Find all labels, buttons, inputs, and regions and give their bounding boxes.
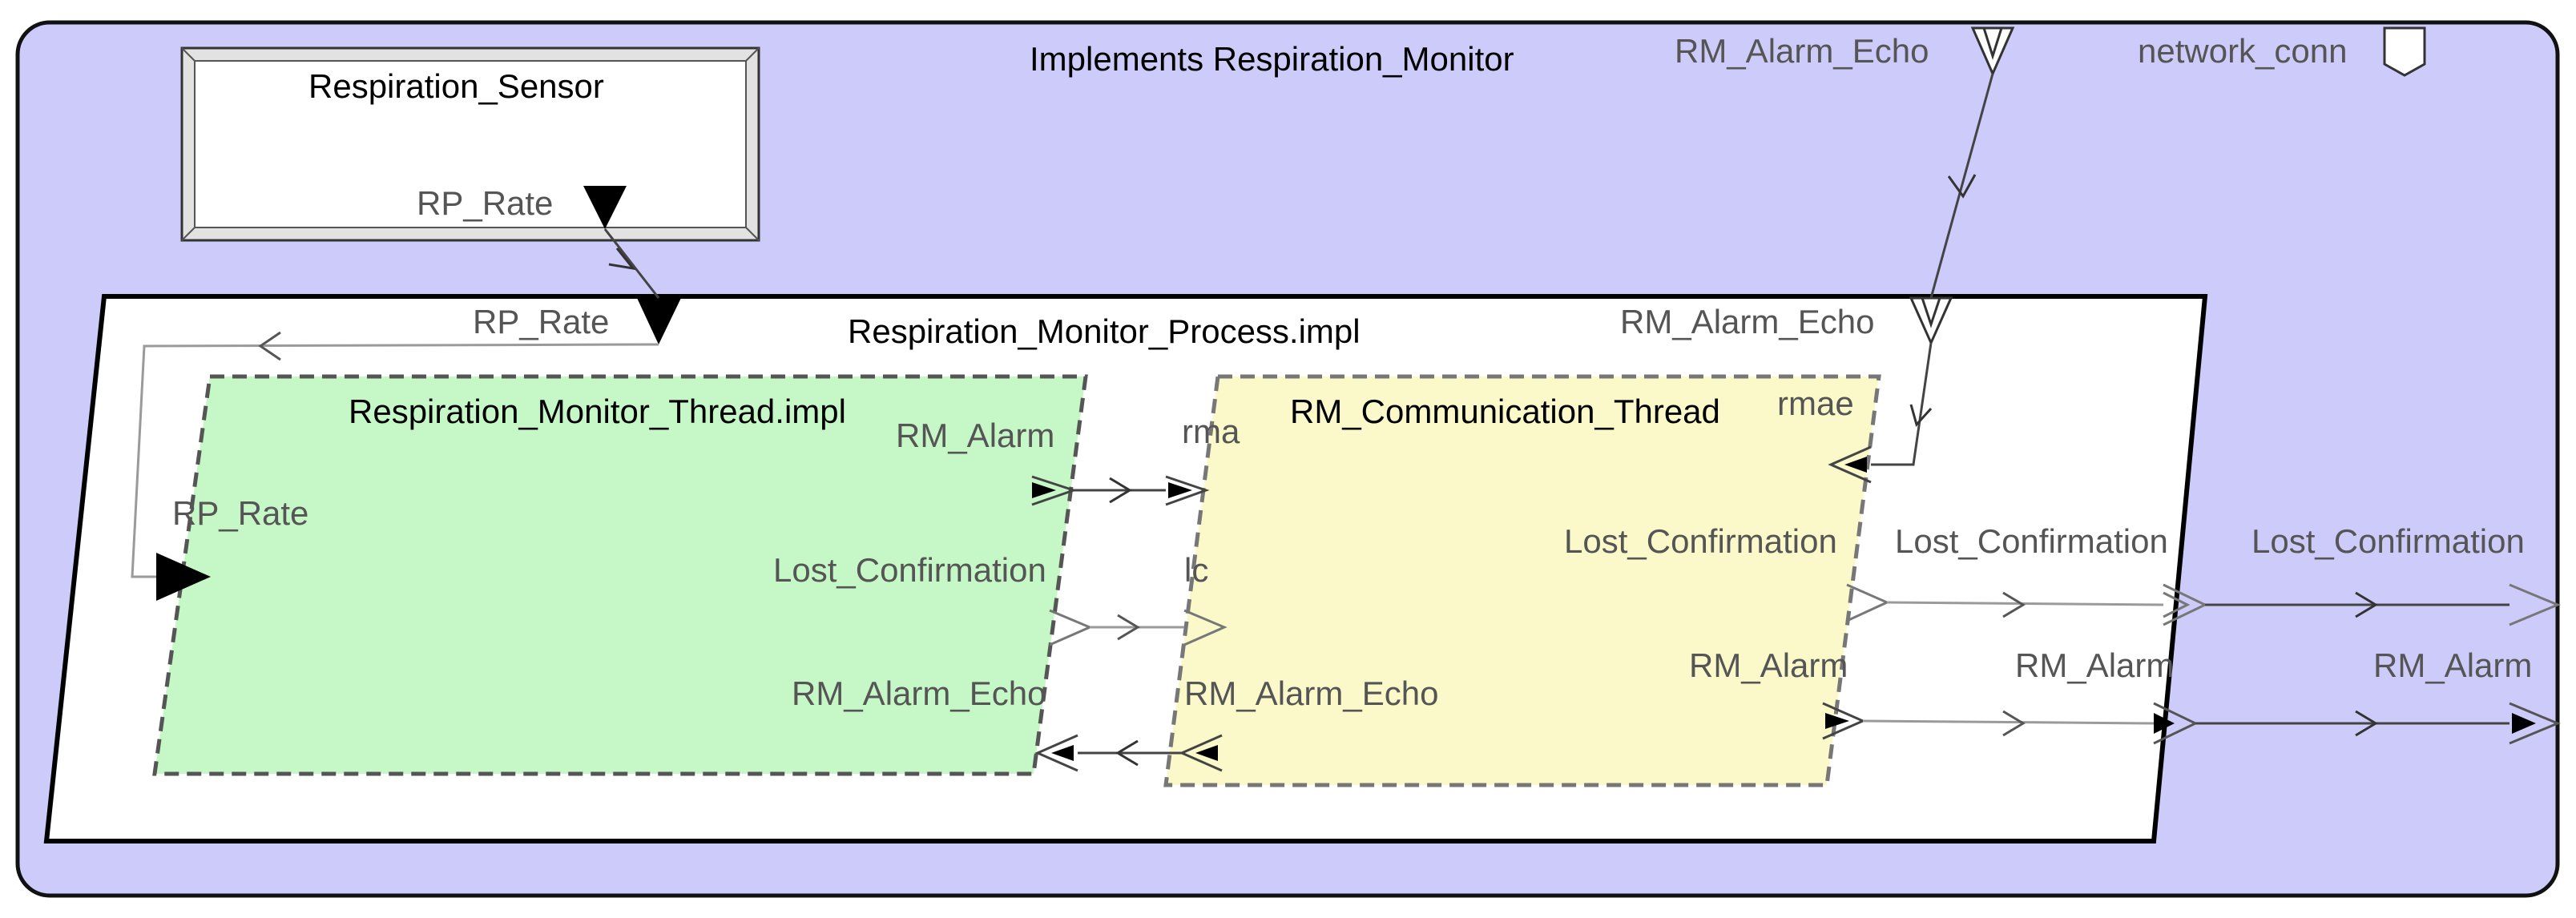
in-event-data-port-icon	[1970, 26, 2015, 77]
process-port-rp-rate-label: RP_Rate	[473, 303, 609, 340]
monitor-thread-port-lost-confirmation-label: Lost_Confirmation	[773, 551, 1046, 589]
sensor-port-rp-rate-label: RP_Rate	[417, 184, 553, 222]
bus-access-port-icon	[2383, 26, 2426, 77]
monitor-thread-title: Respiration_Monitor_Thread.impl	[349, 393, 846, 430]
comm-thread-port-lc[interactable]: lc	[1183, 551, 1228, 646]
comm-thread-port-rm-alarm[interactable]: RM_Alarm	[1689, 646, 1866, 740]
system-out-rm-alarm[interactable]: RM_Alarm	[2373, 646, 2561, 745]
monitor-thread-port-rm-alarm-label: RM_Alarm	[896, 417, 1054, 454]
comm-thread-port-rmae[interactable]: rmae	[1777, 385, 1872, 484]
comm-thread-port-rm-alarm-echo-label: RM_Alarm_Echo	[1184, 674, 1438, 712]
in-data-port-icon	[156, 553, 211, 601]
out-event-data-port-icon	[2509, 702, 2561, 745]
sensor-port-rp-rate[interactable]: RP_Rate	[417, 184, 627, 229]
process-port-rp-rate[interactable]: RP_Rate	[473, 298, 681, 344]
in-event-data-port-icon	[1828, 445, 1872, 484]
process-out-rm-alarm-label: RM_Alarm	[2015, 646, 2174, 684]
connections	[131, 73, 2509, 767]
monitor-thread-port-rp-rate-label: RP_Rate	[172, 494, 308, 532]
system-port-rm-alarm-echo-label: RM_Alarm_Echo	[1675, 32, 1929, 70]
connection-system-rm-alarm-echo[interactable]	[1929, 73, 1994, 299]
connection-rm-alarm-out[interactable]	[1862, 719, 2155, 725]
process-port-rm-alarm-echo[interactable]: RM_Alarm_Echo	[1620, 296, 1953, 346]
system-port-rm-alarm-echo[interactable]: RM_Alarm_Echo	[1675, 26, 2015, 77]
monitor-thread-port-rm-alarm[interactable]: RM_Alarm	[896, 417, 1078, 506]
system-out-lost-confirmation-label: Lost_Confirmation	[2251, 522, 2525, 560]
comm-thread-title: RM_Communication_Thread	[1290, 393, 1720, 430]
sensor-title: Respiration_Sensor	[308, 67, 604, 105]
process-title: Respiration_Monitor_Process.impl	[848, 312, 1361, 350]
comm-thread-port-lc-label: lc	[1184, 551, 1208, 589]
system-title: Implements Respiration_Monitor	[1030, 40, 1514, 78]
process-out-rm-alarm[interactable]: RM_Alarm	[2015, 646, 2199, 745]
comm-thread-port-rm-alarm-label: RM_Alarm	[1689, 646, 1848, 684]
connection-sensor-rp-rate[interactable]	[603, 228, 660, 299]
comm-thread-port-rma-label: rma	[1182, 413, 1240, 450]
monitor-thread-port-rp-rate[interactable]: RP_Rate	[156, 494, 308, 601]
out-data-port-icon	[583, 186, 627, 229]
in-event-data-port-icon	[1034, 734, 1078, 772]
system-out-lost-confirmation[interactable]: Lost_Confirmation	[2251, 522, 2561, 626]
comm-thread-port-rmae-label: rmae	[1777, 385, 1854, 422]
connection-process-rm-alarm-echo[interactable]	[1871, 342, 1933, 466]
comm-thread-port-lost-confirmation-label: Lost_Confirmation	[1564, 522, 1837, 560]
comm-thread[interactable]: RM_Communication_Thread	[1163, 374, 1881, 787]
monitor-thread-port-rm-alarm-echo-label: RM_Alarm_Echo	[792, 674, 1046, 712]
process-port-rm-alarm-echo-label: RM_Alarm_Echo	[1620, 303, 1874, 340]
system-out-rm-alarm-label: RM_Alarm	[2373, 646, 2532, 684]
in-event-data-port-icon	[1165, 475, 1210, 506]
system-port-network-conn-label: network_conn	[2138, 32, 2348, 70]
system-port-network-conn[interactable]: network_conn	[2138, 26, 2426, 77]
in-event-data-port-icon	[1183, 609, 1228, 646]
process-out-lost-confirmation-label: Lost_Confirmation	[1895, 522, 2168, 560]
in-data-port-icon	[637, 298, 681, 344]
out-event-data-port-icon	[2509, 583, 2561, 626]
monitor-thread-port-rm-alarm-echo[interactable]: RM_Alarm_Echo	[792, 674, 1078, 772]
process-out-lost-confirmation[interactable]: Lost_Confirmation	[1895, 522, 2208, 626]
comm-thread-port-rma[interactable]: rma	[1165, 413, 1240, 506]
connection-lost-confirmation-out[interactable]	[1886, 601, 2164, 606]
connection-process-rp-rate[interactable]	[131, 343, 659, 578]
monitor-thread[interactable]: Respiration_Monitor_Thread.impl	[152, 374, 1088, 776]
monitor-thread-port-lost-confirmation[interactable]: Lost_Confirmation	[773, 551, 1093, 646]
respiration-sensor-device[interactable]: Respiration_Sensor	[180, 46, 760, 242]
comm-thread-port-rm-alarm-echo[interactable]: RM_Alarm_Echo	[1179, 674, 1438, 772]
comm-thread-port-lost-confirmation[interactable]: Lost_Confirmation	[1564, 522, 1890, 622]
